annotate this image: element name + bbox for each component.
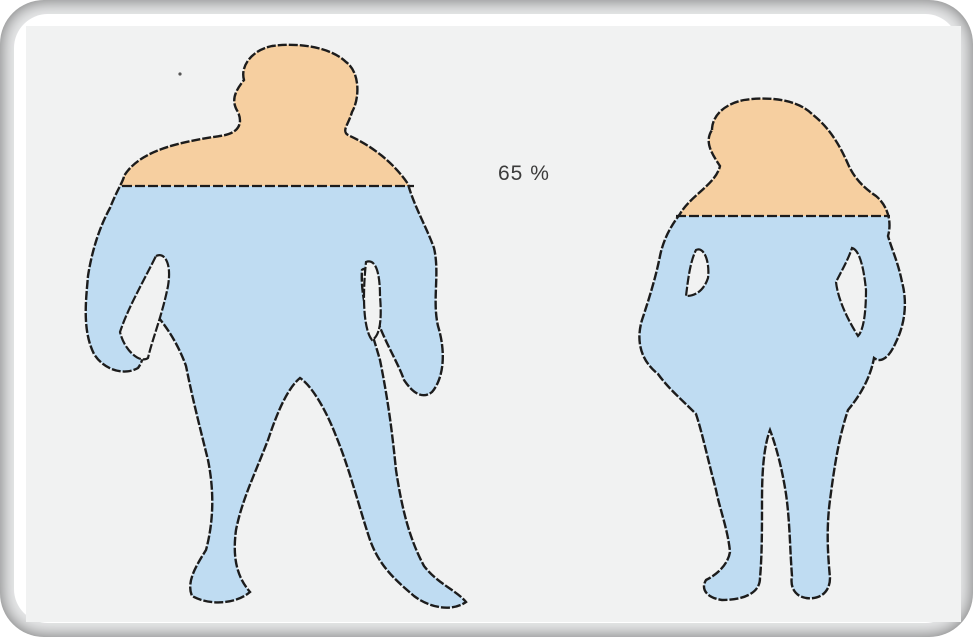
speck: [178, 72, 181, 75]
percentage-label: 65 %: [498, 162, 550, 186]
male-right-arm-gap: [364, 261, 381, 340]
